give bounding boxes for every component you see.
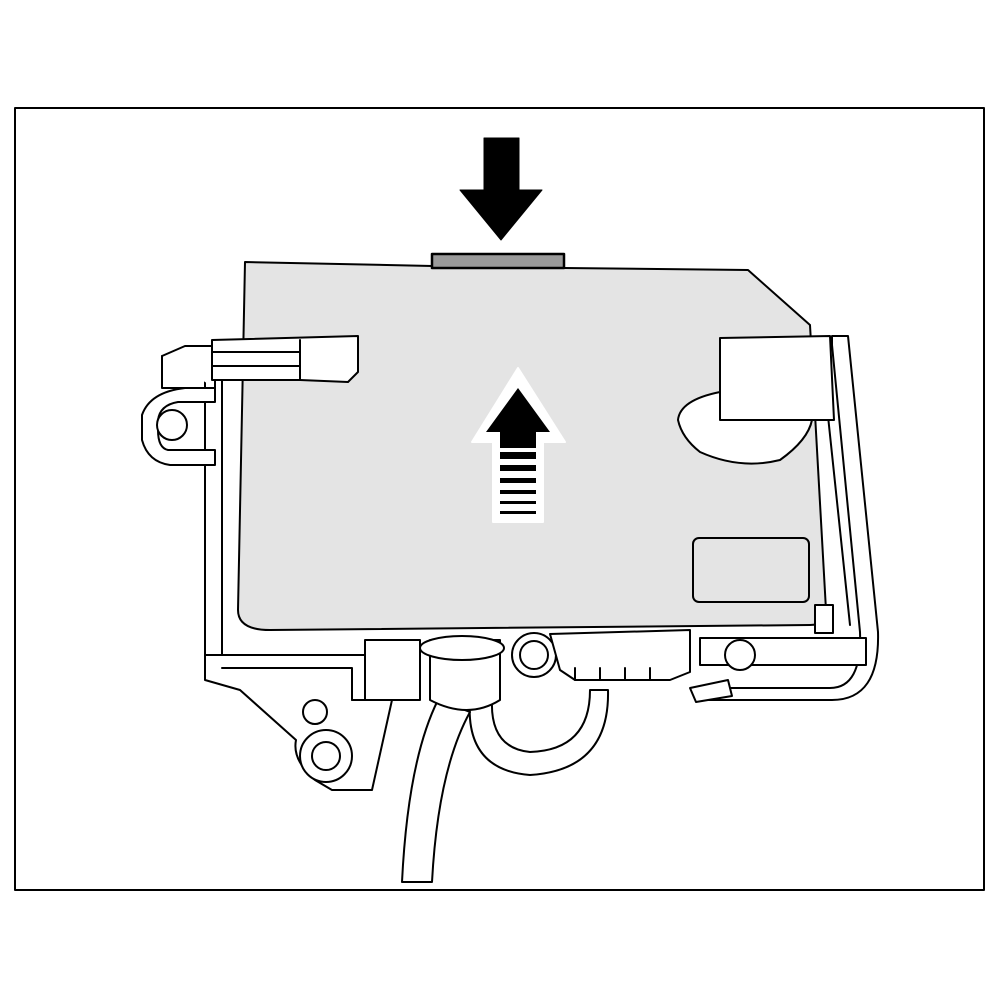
bottom-left-bracket-inner xyxy=(221,667,353,701)
bottom-left-bracket-edge xyxy=(351,639,421,701)
arrow-down-icon xyxy=(459,137,543,241)
screw-holes xyxy=(156,409,756,783)
module-corner-tab xyxy=(814,604,834,634)
flat-connector-ribs xyxy=(574,667,651,681)
center-post-inner xyxy=(519,640,549,670)
screw-hole-small xyxy=(302,699,328,725)
cable-loop xyxy=(468,689,610,776)
small-side-clip xyxy=(689,679,733,703)
left-side-clip xyxy=(141,345,216,466)
screw-hole-bottom-left-inner xyxy=(311,741,341,771)
left-connector-tabs xyxy=(211,335,359,383)
left-side-clip-top xyxy=(161,355,186,389)
flat-connector xyxy=(549,629,691,681)
cable-grommet-top xyxy=(419,635,505,661)
arrow-up-icon xyxy=(471,367,566,523)
release-latch xyxy=(430,252,566,270)
screw-hole-right xyxy=(724,639,756,671)
cable xyxy=(401,699,471,883)
bottom-connectors xyxy=(401,629,733,883)
module-recess xyxy=(692,537,810,603)
screw-hole-left xyxy=(156,409,188,441)
right-clip xyxy=(719,335,835,421)
